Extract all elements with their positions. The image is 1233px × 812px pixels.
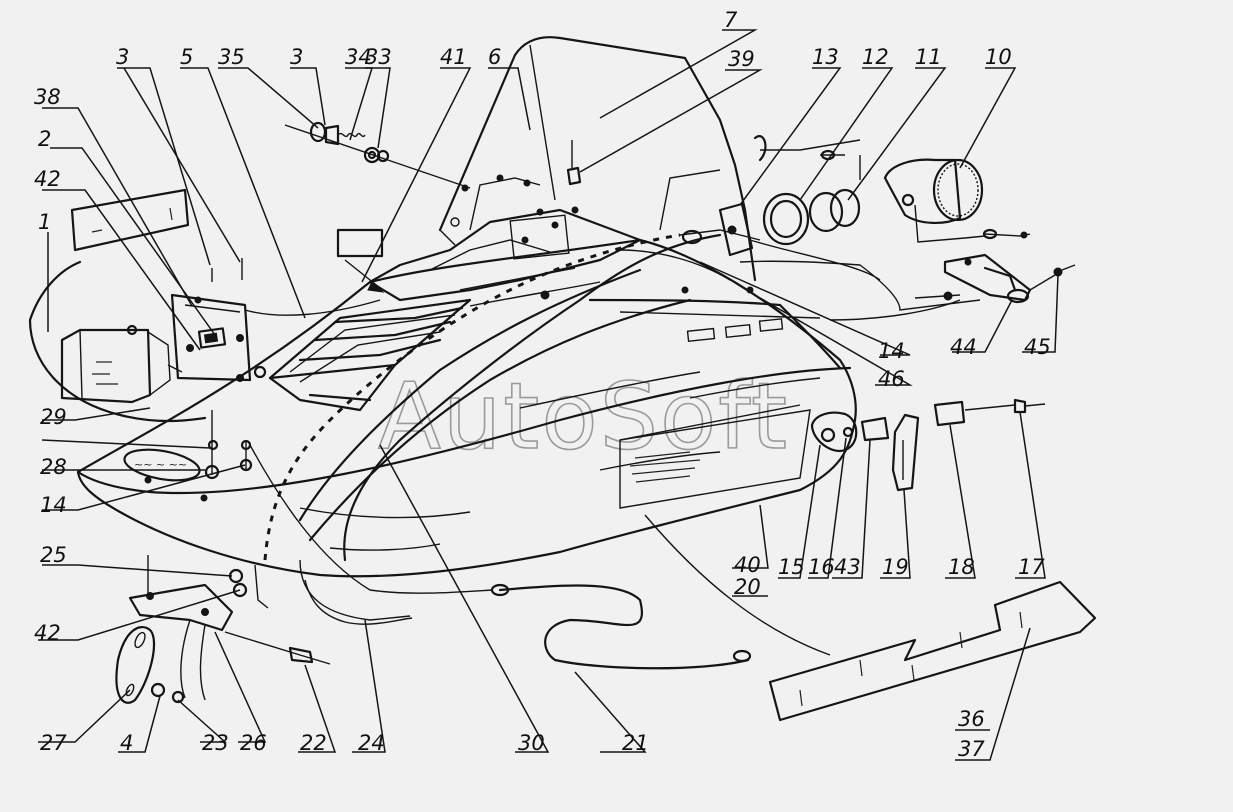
hood-body [76,238,857,578]
decal-41 [336,228,385,293]
callout-24: 24 [358,731,385,755]
svg-text:~~ ~ ~~: ~~ ~ ~~ [134,458,187,471]
windshield [438,36,757,282]
headlamp [60,324,183,404]
callout-7: 7 [724,8,738,32]
lower-bracket [115,555,331,704]
callout-39: 39 [728,47,755,71]
callout-14b: 14 [40,493,67,517]
callout-42b: 42 [34,621,61,645]
emblem-28: ~~ ~ ~~ [123,448,201,482]
callout-34: 34 [345,45,372,69]
callout-6: 6 [488,45,501,69]
callout-46: 46 [878,367,905,391]
switch-44 [914,228,1076,304]
callout-3a: 3 [116,45,129,69]
leader-lines [38,29,1059,761]
callout-29: 29 [40,405,67,429]
callout-42a: 42 [34,167,61,191]
callout-28: 28 [40,455,67,479]
headlamp-wire-loop [28,318,207,423]
callout-14a: 14 [878,339,905,363]
callout-27: 27 [40,731,67,755]
callout-12: 12 [862,45,889,69]
cover-36-37 [768,580,1097,722]
headlamp-bracket [170,258,381,382]
callout-15: 15 [778,555,805,579]
fastener-39 [566,166,582,186]
hose-24 [304,579,413,625]
hood-vents [268,298,472,412]
bolt-stack [284,121,471,192]
callout-25: 25 [40,543,67,567]
callout-26: 26 [240,731,267,755]
callout-44: 44 [950,335,977,359]
callout-16: 16 [808,555,835,579]
callout-37: 37 [958,737,985,761]
callout-30: 30 [518,731,545,755]
side-fasteners [810,398,1046,492]
callout-33: 33 [365,45,392,69]
callout-43: 43 [834,555,861,579]
callout-36: 36 [958,707,985,731]
callout-19: 19 [882,555,909,579]
callout-1: 1 [38,210,51,234]
callout-35: 35 [218,45,245,69]
callout-23: 23 [202,731,229,755]
wiring [263,229,981,621]
callout-38: 38 [34,85,61,109]
callout-40: 40 [734,553,761,577]
callout-3b: 3 [290,45,303,69]
callout-labels: 1 2 3 3 4 5 6 7 10 11 12 13 14 14 15 16 … [34,8,1051,761]
callout-5: 5 [180,45,193,69]
dash-top [368,206,754,307]
callout-11: 11 [915,45,942,69]
callout-21: 21 [622,731,649,755]
cable-21 [249,444,752,670]
callout-20: 20 [734,575,761,599]
callout-13: 13 [812,45,839,69]
callout-41: 41 [440,45,467,69]
callout-4: 4 [120,731,133,755]
callout-45: 45 [1024,335,1051,359]
headlamp-wire-loop-top [28,260,82,322]
callout-2: 2 [38,127,51,151]
nose-fasteners [144,410,253,502]
callout-18: 18 [948,555,975,579]
decal-38 [70,188,190,252]
callout-17: 17 [1018,555,1045,579]
instrument-cluster [659,135,986,281]
callout-10: 10 [985,45,1012,69]
pointer-20 [644,514,831,656]
side-decal [619,409,811,509]
callout-22: 22 [300,731,327,755]
